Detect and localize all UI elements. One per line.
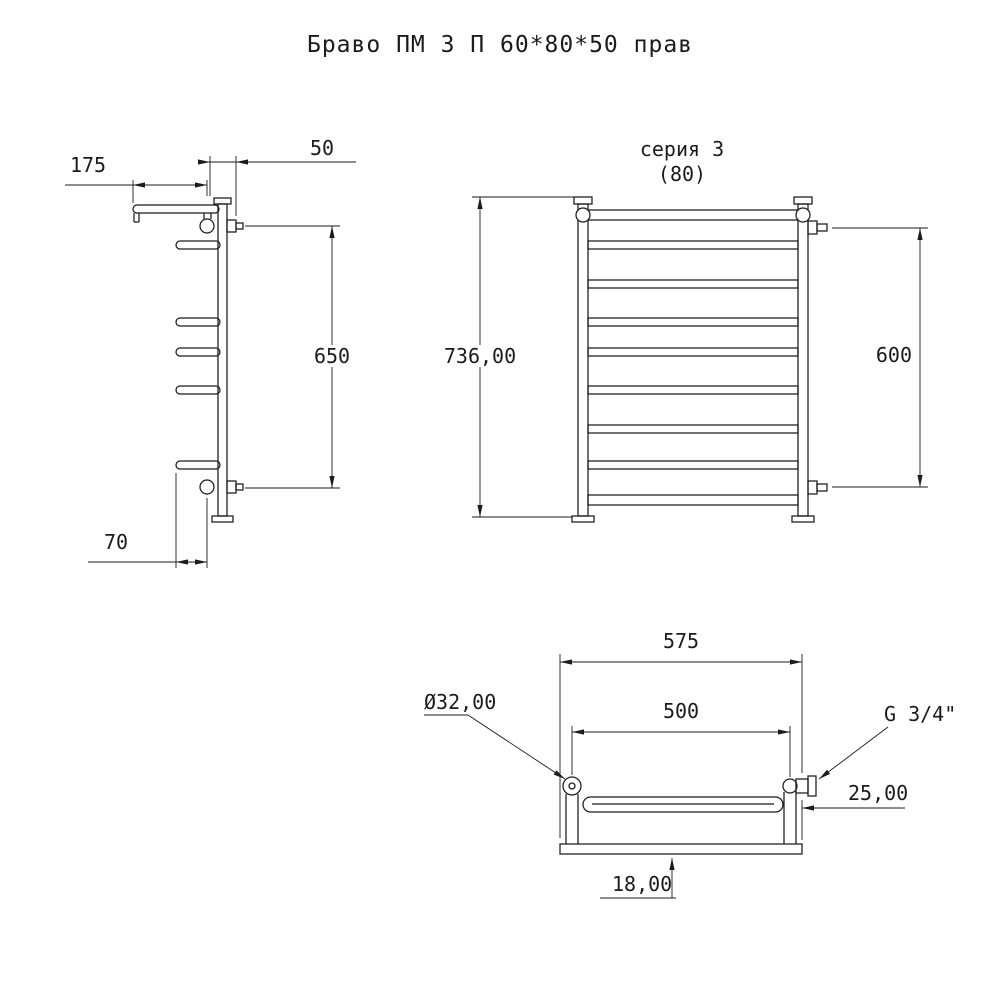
front-bottom-tube — [587, 494, 799, 506]
dim-70-label: 70 — [104, 530, 128, 554]
front-top-fitting — [807, 220, 828, 235]
side-top-fitting — [226, 219, 244, 233]
front-rungs — [587, 240, 799, 470]
front-view: серия 3 (80) — [441, 137, 928, 523]
dim-center-width-500: 500 — [571, 699, 791, 777]
front-right-rail — [791, 196, 815, 523]
side-bottom-fitting — [226, 480, 244, 494]
leader-thread-g34: G 3/4" — [818, 702, 956, 780]
rung — [175, 240, 221, 250]
dim-50-label: 50 — [310, 136, 334, 160]
side-top-hinge — [199, 218, 215, 234]
rung — [587, 317, 799, 327]
rung — [175, 385, 221, 395]
rung — [175, 317, 221, 327]
series-width-label: (80) — [658, 162, 706, 186]
front-left-rail — [571, 196, 595, 523]
dim-575-label: 575 — [663, 629, 699, 653]
dim-18-label: 18,00 — [612, 872, 672, 896]
side-bottom-hinge — [199, 479, 215, 495]
rung — [587, 279, 799, 289]
front-top-tube — [587, 209, 799, 221]
dim-650-label: 650 — [314, 344, 350, 368]
rung — [587, 347, 799, 357]
leader-diameter-32: Ø32,00 — [424, 690, 566, 780]
side-view: 175 50 650 70 — [65, 136, 356, 568]
dim-thread-label: G 3/4" — [884, 702, 956, 726]
dim-bottom-70: 70 — [88, 473, 208, 568]
rung — [175, 460, 221, 470]
rung — [587, 240, 799, 250]
top-view: 575 500 Ø32,00 G 3/4" 25,00 — [424, 629, 956, 899]
dim-height-650: 650 — [245, 225, 352, 489]
rung — [587, 460, 799, 470]
rung — [587, 385, 799, 395]
side-wall-rail — [211, 197, 234, 523]
dim-736-label: 736,00 — [444, 344, 516, 368]
top-right-fitting — [782, 775, 817, 797]
dim-gap-25: 25,00 — [801, 781, 908, 840]
top-wall-rail — [559, 843, 803, 855]
top-left-tube-center — [568, 782, 576, 790]
dim-25-label: 25,00 — [848, 781, 908, 805]
dim-175-label: 175 — [70, 153, 106, 177]
dim-shelf-175: 175 — [65, 153, 208, 203]
front-top-left-joint — [575, 207, 591, 223]
dim-diameter-label: Ø32,00 — [424, 690, 496, 714]
top-left-tube-end — [562, 776, 582, 796]
dim-total-height-736: 736,00 — [441, 196, 574, 518]
dim-center-height-600: 600 — [832, 227, 928, 488]
drawing-title: Браво ПМ 3 П 60*80*50 прав — [307, 32, 693, 58]
rung — [175, 347, 221, 357]
series-label: серия 3 — [640, 137, 724, 161]
dim-depth-50: 50 — [198, 136, 356, 216]
top-connectors — [565, 792, 797, 844]
front-top-right-joint — [795, 207, 811, 223]
rung — [587, 424, 799, 434]
top-front-bar — [582, 796, 784, 813]
side-rungs — [175, 240, 221, 470]
dim-tube-18: 18,00 — [600, 858, 676, 899]
side-shelf-profile — [132, 204, 220, 223]
dim-500-label: 500 — [663, 699, 699, 723]
dim-overall-width-575: 575 — [559, 629, 803, 838]
front-bottom-fitting — [807, 480, 828, 495]
dim-600-label: 600 — [876, 343, 912, 367]
